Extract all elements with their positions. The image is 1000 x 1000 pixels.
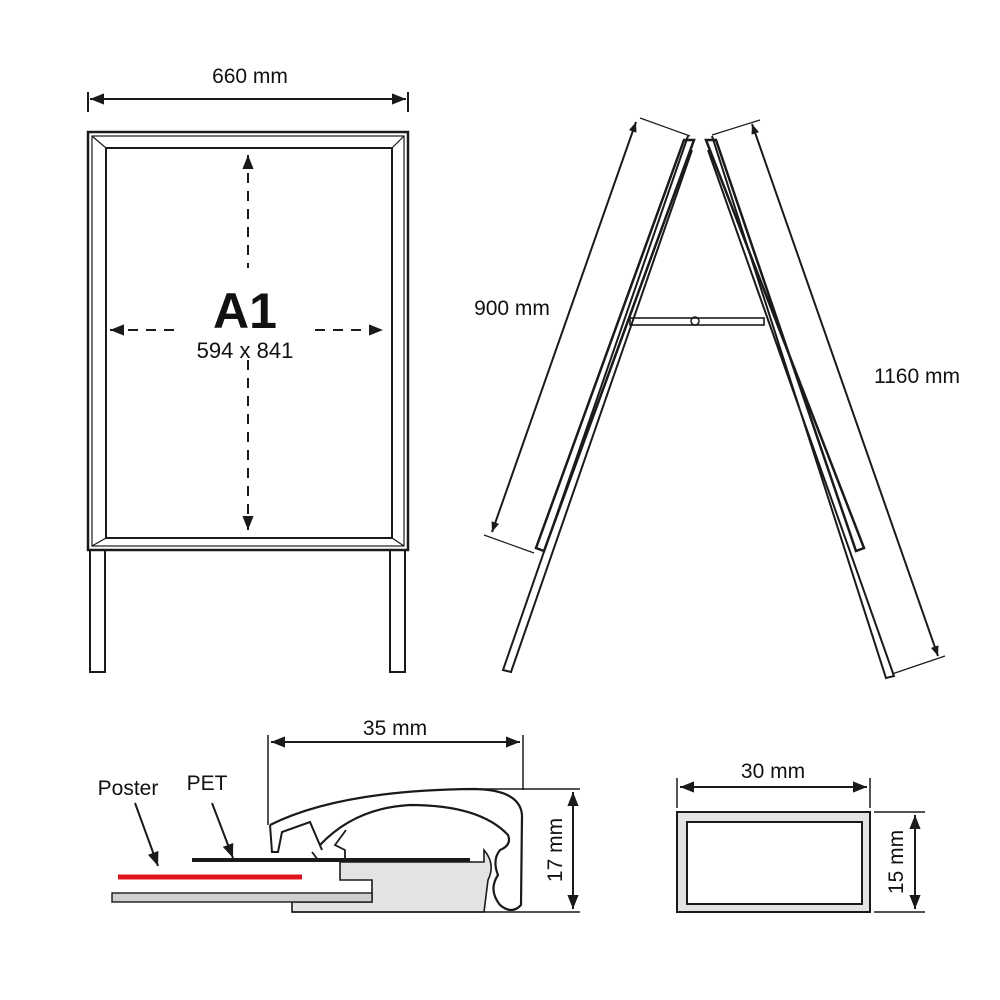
profile-width-label: 35 mm bbox=[363, 717, 427, 740]
frame-outer bbox=[86, 130, 410, 552]
poster-pointer-arrow bbox=[134, 802, 159, 867]
board-length-dimension bbox=[491, 121, 637, 533]
profile-detail bbox=[111, 735, 580, 913]
backing-plate bbox=[111, 892, 373, 903]
profile-height-label: 17 mm bbox=[544, 818, 567, 882]
pet-label: PET bbox=[187, 772, 228, 795]
leg-section bbox=[676, 778, 925, 913]
pet-pointer-arrow bbox=[211, 802, 234, 859]
snap-frame-profile bbox=[269, 787, 524, 912]
format-label: A1 bbox=[213, 283, 277, 339]
tube-height-label: 15 mm bbox=[885, 830, 908, 894]
front-leg-left bbox=[89, 549, 106, 673]
brace-hinge bbox=[690, 316, 700, 326]
frame-edge bbox=[91, 135, 405, 547]
front-view bbox=[86, 92, 410, 673]
side-board-right bbox=[704, 138, 866, 553]
total-length-label: 1160 mm bbox=[874, 365, 960, 388]
tube-width-label: 30 mm bbox=[741, 760, 805, 783]
frame-inner bbox=[105, 147, 393, 539]
front-leg-right bbox=[389, 549, 406, 673]
format-size-label: 594 x 841 bbox=[197, 338, 294, 363]
front-width-label: 660 mm bbox=[212, 65, 288, 88]
side-view bbox=[483, 117, 946, 680]
board-length-label: 900 mm bbox=[474, 297, 550, 320]
profile-base bbox=[291, 847, 492, 913]
total-length-dimension bbox=[751, 123, 939, 657]
poster-label: Poster bbox=[98, 777, 159, 800]
tube-section bbox=[676, 811, 871, 913]
